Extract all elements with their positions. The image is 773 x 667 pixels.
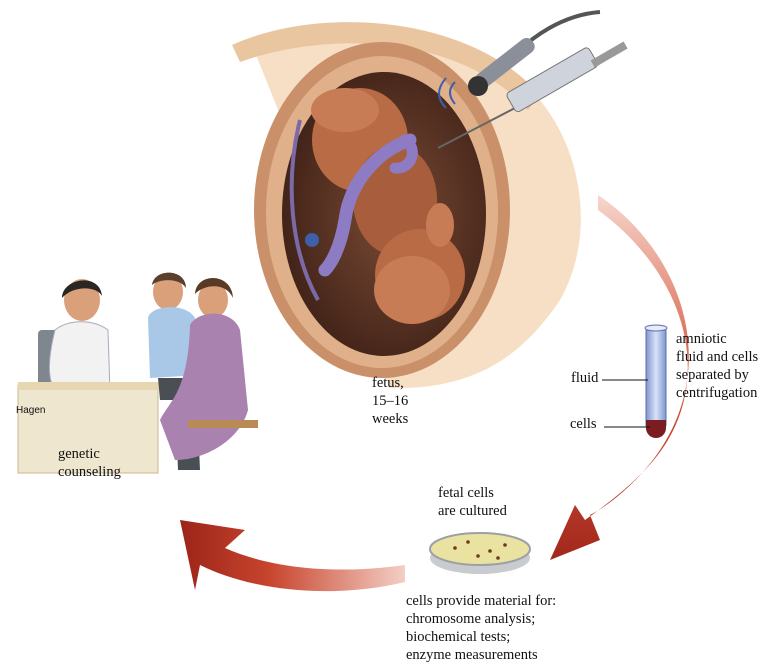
counseling-label: genetic counseling [58,445,121,481]
counseling-illustration [18,273,258,473]
process-arrow-bottom [180,520,405,591]
amniotic-label-line4: centrifugation [676,384,758,402]
cultured-label-line2: are cultured [438,502,507,520]
fetus-label-line1: fetus, [372,374,408,392]
counseling-label-line2: counseling [58,463,121,481]
amniotic-label: amniotic fluid and cells separated by ce… [676,330,758,402]
material-label-line3: biochemical tests; [406,628,556,646]
material-label: cells provide material for: chromosome a… [406,592,556,664]
material-label-line2: chromosome analysis; [406,610,556,628]
amniotic-label-line2: fluid and cells [676,348,758,366]
cells-label: cells [570,415,597,433]
amniotic-label-line1: amniotic [676,330,758,348]
cultured-label: fetal cells are cultured [438,484,507,520]
fetus-label: fetus, 15–16 weeks [372,374,408,428]
material-label-line4: enzyme measurements [406,646,556,664]
counseling-label-line1: genetic [58,445,121,463]
fluid-label: fluid [571,369,598,387]
amniotic-label-line3: separated by [676,366,758,384]
artist-signature: Hagen [16,405,45,417]
test-tube [645,325,667,438]
material-label-line1: cells provide material for: [406,592,556,610]
petri-dish [430,533,530,574]
fetus-label-line2: 15–16 [372,392,408,410]
fetus-label-line3: weeks [372,410,408,428]
cultured-label-line1: fetal cells [438,484,507,502]
